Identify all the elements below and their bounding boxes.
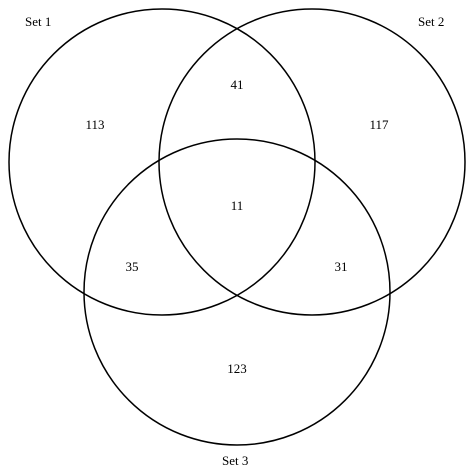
set-2-circle bbox=[158, 8, 466, 316]
region-only-set3: 123 bbox=[227, 361, 247, 376]
region-only-set2: 117 bbox=[369, 117, 389, 132]
set-3-label: Set 3 bbox=[222, 453, 248, 468]
region-set1-set3: 35 bbox=[126, 259, 139, 274]
set-1-circle bbox=[8, 8, 316, 316]
region-set2-set3: 31 bbox=[335, 259, 348, 274]
region-all-three: 11 bbox=[231, 198, 244, 213]
set-3-circle bbox=[83, 138, 391, 446]
region-set1-set2: 41 bbox=[231, 77, 244, 92]
region-only-set1: 113 bbox=[85, 117, 104, 132]
set-2-label: Set 2 bbox=[418, 14, 444, 29]
set-1-label: Set 1 bbox=[25, 14, 51, 29]
